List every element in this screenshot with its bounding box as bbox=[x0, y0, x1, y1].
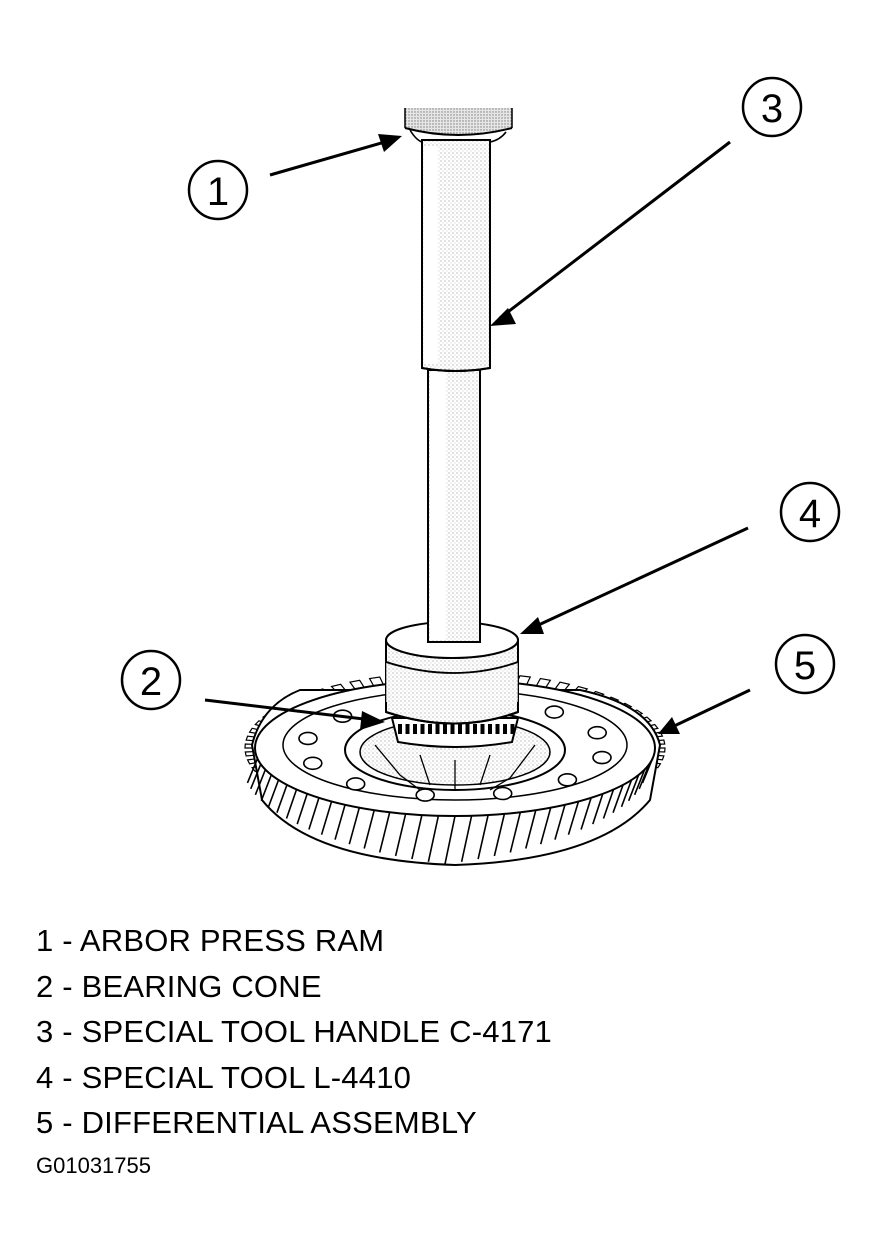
gear-helix-line bbox=[394, 813, 407, 857]
gear-helix-line bbox=[334, 804, 346, 840]
gear-helix-line bbox=[285, 789, 298, 819]
bearing-roller bbox=[503, 724, 507, 734]
gear-bolt bbox=[302, 756, 323, 771]
callout-5: 5 bbox=[774, 633, 836, 695]
gear-bolt bbox=[415, 788, 435, 802]
special-tool-handle-c-4171 bbox=[421, 139, 491, 643]
gear-helix-line bbox=[554, 804, 566, 840]
arrowhead-1 bbox=[378, 134, 402, 152]
gear-bolt bbox=[492, 786, 513, 801]
gear-bolt bbox=[298, 731, 318, 746]
legend-item-4: 4 - SPECIAL TOOL L-4410 bbox=[36, 1059, 412, 1095]
installation-illustration: 1 2 3 4 5 bbox=[120, 76, 841, 867]
callout-3: 3 bbox=[741, 76, 803, 138]
callout-2: 2 bbox=[120, 649, 182, 711]
bearing-roller bbox=[398, 724, 402, 734]
callout-4: 4 bbox=[779, 481, 841, 543]
gear-helix-line bbox=[612, 784, 624, 813]
gear-helix-line bbox=[525, 810, 537, 849]
bearing-roller bbox=[510, 724, 515, 734]
bearing-roller bbox=[435, 724, 440, 734]
legend: 1 - ARBOR PRESS RAM 2 - BEARING CONE 3 -… bbox=[36, 918, 552, 1146]
callout-number-5: 5 bbox=[794, 644, 816, 688]
gear-helix-line bbox=[250, 763, 262, 790]
arrowhead-2 bbox=[360, 711, 385, 730]
leader-line-1 bbox=[269, 138, 393, 177]
bearing-roller bbox=[465, 724, 470, 734]
bearing-cone bbox=[390, 717, 520, 748]
arbor-press-ram bbox=[404, 108, 513, 143]
gear-helix-line bbox=[627, 774, 640, 802]
gear-helix-line bbox=[411, 814, 423, 860]
gear-helix-line bbox=[633, 769, 646, 796]
gear-helix-line bbox=[260, 774, 273, 802]
bearing-roller bbox=[413, 724, 417, 734]
callout-number-1: 1 bbox=[207, 170, 229, 214]
differential-case-ribs bbox=[374, 744, 536, 791]
gear-helix-line bbox=[348, 807, 361, 845]
leader-line-3 bbox=[499, 140, 731, 320]
bearing-roller bbox=[420, 724, 425, 734]
gear-helix-line bbox=[493, 813, 506, 857]
callout-number-4: 4 bbox=[799, 492, 821, 536]
leader-lines bbox=[204, 134, 751, 734]
gear-bolt bbox=[592, 750, 612, 765]
gear-helix-line bbox=[296, 793, 308, 825]
figure-id: G01031755 bbox=[36, 1153, 151, 1178]
gear-helix-line bbox=[267, 779, 280, 808]
gear-helix-line bbox=[592, 793, 604, 825]
gear-helix-line bbox=[363, 810, 375, 849]
gear-bolt bbox=[544, 705, 565, 719]
bearing-roller bbox=[495, 724, 500, 734]
callout-number-3: 3 bbox=[761, 87, 783, 131]
special-tool-l-4410 bbox=[385, 621, 519, 725]
legend-item-5: 5 - DIFFERENTIAL ASSEMBLY bbox=[36, 1105, 477, 1140]
legend-item-2: 2 - BEARING CONE bbox=[36, 968, 322, 1004]
bearing-roller bbox=[428, 724, 432, 734]
gear-helix-line bbox=[246, 758, 259, 784]
bearing-roller bbox=[458, 724, 462, 734]
gear-helix-line bbox=[620, 779, 633, 808]
gear-helix-line bbox=[378, 812, 391, 853]
bearing-roller bbox=[450, 724, 455, 734]
gear-helix-line bbox=[477, 814, 489, 860]
bearing-roller bbox=[480, 724, 485, 734]
gear-helix-line bbox=[509, 812, 522, 853]
bearing-roller bbox=[488, 724, 492, 734]
bearing-roller bbox=[473, 724, 477, 734]
arrowhead-4 bbox=[520, 617, 544, 634]
gear-helix-line bbox=[580, 797, 592, 830]
legend-item-3: 3 - SPECIAL TOOL HANDLE C-4171 bbox=[36, 1014, 552, 1049]
gear-helix-line bbox=[567, 801, 580, 835]
arrowhead-3 bbox=[490, 308, 516, 326]
bearing-roller bbox=[405, 724, 410, 734]
callout-1: 1 bbox=[187, 159, 249, 221]
arrowhead-5 bbox=[658, 717, 680, 734]
leader-line-2 bbox=[204, 698, 373, 722]
gear-helix-line bbox=[276, 784, 288, 813]
gear-bolt bbox=[557, 772, 578, 787]
gear-helix-line bbox=[254, 769, 267, 796]
ring-gear-helix-lines bbox=[246, 758, 654, 865]
gear-helix-line bbox=[320, 801, 333, 835]
gear-bolt bbox=[345, 777, 366, 791]
bearing-roller bbox=[443, 724, 447, 734]
gear-helix-line bbox=[308, 797, 320, 830]
leader-line-4 bbox=[531, 526, 749, 630]
gear-bolt bbox=[587, 725, 608, 740]
callout-number-2: 2 bbox=[140, 660, 162, 704]
gear-helix-line bbox=[539, 807, 552, 845]
gear-helix-line bbox=[638, 763, 650, 790]
bearing-rollers bbox=[398, 724, 515, 734]
gear-helix-line bbox=[641, 758, 654, 784]
ring-gear-bolts bbox=[298, 694, 612, 802]
legend-item-1: 1 - ARBOR PRESS RAM bbox=[36, 923, 385, 958]
gear-helix-line bbox=[444, 815, 456, 865]
gear-helix-line bbox=[460, 815, 473, 862]
gear-helix-line bbox=[602, 789, 615, 819]
gear-helix-line bbox=[427, 815, 440, 862]
leader-line-5 bbox=[669, 688, 751, 730]
